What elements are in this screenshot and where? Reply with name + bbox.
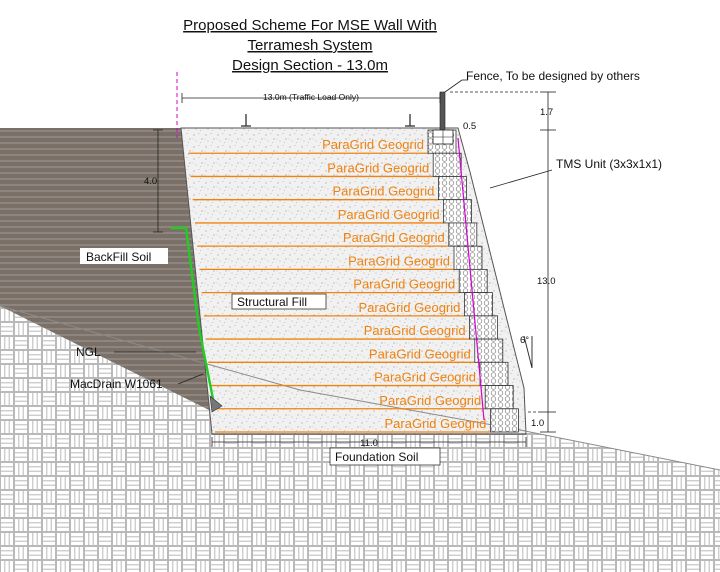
structural-fill-label-box <box>231 293 327 310</box>
tms-unit <box>443 199 473 224</box>
geogrid-label: ParaGrid Geogrid <box>379 393 481 408</box>
offset-dim: 0.5 <box>463 121 476 132</box>
tms-unit <box>474 338 504 363</box>
fence-label: Fence, To be designed by others <box>466 69 640 83</box>
title-line-1: Proposed Scheme For MSE Wall With <box>183 17 437 34</box>
depth-dimension <box>153 129 163 233</box>
geogrid-label: ParaGrid Geogrid <box>359 300 461 315</box>
geogrid-label: ParaGrid Geogrid <box>369 346 471 361</box>
reference-line-right <box>457 137 485 421</box>
tms-unit <box>432 152 462 177</box>
tms-unit <box>458 268 488 294</box>
height-dimension <box>450 91 556 433</box>
geogrid-label: ParaGrid Geogrid <box>343 230 445 245</box>
tms-unit <box>469 315 499 340</box>
title-line-2: Terramesh System <box>247 37 372 54</box>
geogrid-label: ParaGrid Geogrid <box>327 160 429 175</box>
fence-post <box>432 91 454 145</box>
geogrid-label: ParaGrid Geogrid <box>322 137 424 152</box>
batter-symbol <box>523 335 533 369</box>
batter-angle-label: 6° <box>520 335 529 346</box>
natural-ground-line <box>0 305 720 471</box>
backfill-soil-region <box>0 128 213 412</box>
tms-unit <box>489 408 519 433</box>
wall-height-dim: 13.0 <box>537 276 556 287</box>
geogrid-label: ParaGrid Geogrid <box>374 370 476 385</box>
leader-lines <box>114 79 553 385</box>
macdrain-label: MacDrain W1061 <box>70 377 163 391</box>
ngl-label: NGL <box>76 345 101 359</box>
geogrid-label: ParaGrid Geogrid <box>353 277 455 292</box>
geogrid-label: ParaGrid Geogrid <box>348 253 450 268</box>
depth-top-dim: 4.0 <box>144 176 157 187</box>
base-length-dim: 11.0 <box>360 438 378 449</box>
base-dimension <box>211 437 527 447</box>
backfill-label-box <box>80 248 168 264</box>
backfill-label: BackFill Soil <box>86 250 151 264</box>
embed-dim: 1.0 <box>531 418 544 429</box>
drain-outlet <box>209 395 223 413</box>
fence-height-dim: 1.7 <box>540 107 553 118</box>
geogrid-label: ParaGrid Geogrid <box>385 416 487 431</box>
tms-unit <box>479 361 509 386</box>
geogrid-label: ParaGrid Geogrid <box>364 323 466 338</box>
tms-unit <box>484 385 514 410</box>
title-line-3: Design Section - 13.0m <box>232 57 388 74</box>
foundation-label: Foundation Soil <box>335 450 418 464</box>
structural-fill-label: Structural Fill <box>237 295 307 309</box>
macdrain-line <box>171 226 216 405</box>
tms-unit <box>463 292 493 317</box>
geogrid-label: ParaGrid Geogrid <box>333 184 435 199</box>
traffic-load-label: 13.0m (Traffic Load Only) <box>263 92 359 102</box>
geogrid-label: ParaGrid Geogrid <box>338 207 440 222</box>
structural-fill-region <box>180 127 527 435</box>
traffic-load-markers <box>241 114 415 127</box>
tms-unit <box>448 222 478 247</box>
top-dimension <box>181 93 441 103</box>
tms-unit-label: TMS Unit (3x3x1x1) <box>556 157 662 171</box>
foundation-label-box <box>329 447 441 466</box>
